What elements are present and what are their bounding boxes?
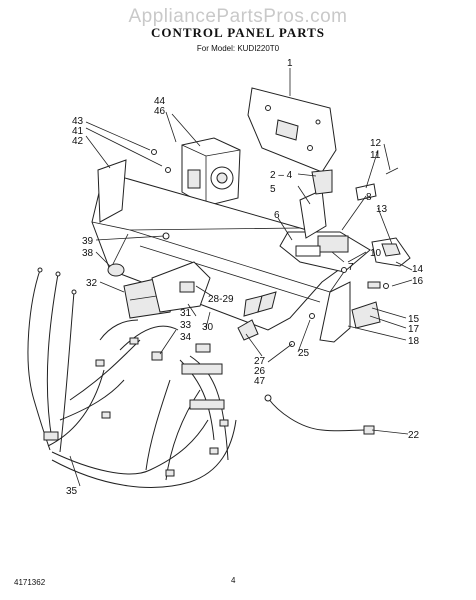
callout-7: 7 (348, 262, 354, 273)
callout-18: 18 (408, 336, 420, 347)
part-mounting-plate (247, 87, 337, 173)
diagram-title: CONTROL PANEL PARTS (150, 25, 326, 40)
callout-labels: 1 44 46 43 41 42 12 11 2 – 4 5 8 13 6 10… (66, 58, 424, 497)
part-control-panel-housing (91, 159, 363, 331)
callout-10: 10 (370, 248, 382, 259)
part-grommet (107, 263, 125, 277)
part-cable (264, 394, 375, 435)
callout-6: 6 (274, 210, 280, 221)
part-bracket (299, 169, 333, 239)
part-switch-module (279, 231, 371, 273)
watermark: AppliancePartsPros.com (128, 6, 348, 27)
part-wire-harness (27, 267, 237, 488)
callout-13: 13 (376, 204, 388, 215)
callout-1: 1 (287, 58, 293, 69)
callout-32: 32 (86, 278, 98, 289)
callout-5: 5 (270, 184, 276, 195)
callout-11: 11 (370, 150, 381, 161)
callout-34: 34 (180, 332, 192, 343)
callout-42: 42 (72, 136, 84, 147)
callout-39: 39 (82, 236, 94, 247)
callout-26: 26 (254, 366, 266, 377)
callout-46: 46 (154, 106, 166, 117)
callout-28-29: 28-29 (208, 294, 234, 305)
callout-33: 33 (180, 320, 192, 331)
callout-2-4: 2 – 4 (270, 170, 293, 181)
part-screws (151, 149, 389, 361)
callout-25: 25 (298, 348, 310, 359)
callout-22: 22 (408, 430, 420, 441)
model-line: For Model: KUDI220T0 (196, 44, 280, 53)
part-button (237, 319, 259, 341)
callout-41: 41 (72, 126, 84, 137)
callout-27: 27 (254, 356, 266, 367)
callout-35: 35 (66, 486, 78, 497)
callout-31: 31 (180, 308, 192, 319)
callout-30: 30 (202, 322, 214, 333)
callout-14: 14 (412, 264, 424, 275)
callout-43: 43 (72, 116, 84, 127)
callout-8: 8 (366, 192, 372, 203)
callout-38: 38 (82, 248, 94, 259)
callout-47: 47 (254, 376, 266, 387)
callout-12: 12 (370, 138, 382, 149)
document-number: 4171362 (14, 578, 46, 587)
callout-17: 17 (408, 324, 420, 335)
callout-15: 15 (408, 314, 420, 325)
part-transformer (181, 137, 241, 207)
part-clip (355, 167, 399, 201)
callout-44: 44 (154, 96, 166, 107)
callout-16: 16 (412, 276, 424, 287)
part-latch-arm (371, 237, 411, 267)
leader-lines (69, 68, 413, 487)
page-number: 4 (231, 576, 236, 585)
part-end-cap (319, 281, 381, 343)
